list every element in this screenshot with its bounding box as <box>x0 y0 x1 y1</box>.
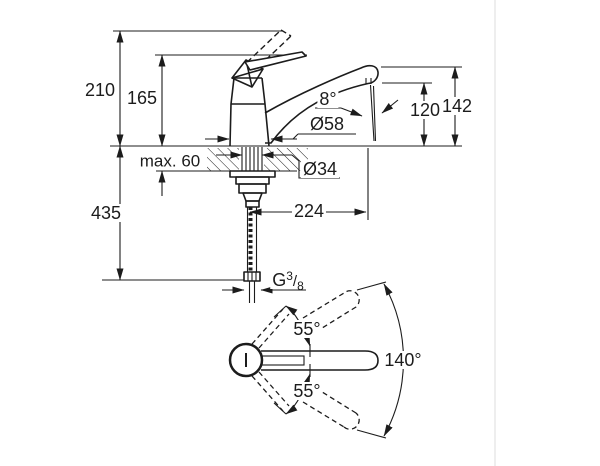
hose-stub <box>245 200 260 208</box>
thread-denominator: 8 <box>297 279 304 293</box>
top-view <box>228 281 405 439</box>
dim-label-210: 210 <box>82 80 118 100</box>
mounting-washer <box>235 176 270 185</box>
swivel-arc-extensions <box>356 281 387 439</box>
dim-label-d34: Ø34 <box>300 159 340 179</box>
dim-label-140: 140° <box>382 350 424 370</box>
spout-inner-line <box>261 355 305 366</box>
counter-hatch-left <box>207 148 239 171</box>
water-stream <box>369 84 377 142</box>
dim-label-55-lower: 55° <box>291 381 323 401</box>
angle8-leader-left <box>340 107 363 117</box>
thread-prefix: G <box>272 270 287 290</box>
lever-raised-dashed <box>239 29 292 74</box>
dim-label-165: 165 <box>124 88 160 108</box>
angle8-leader-right <box>381 99 399 114</box>
swivel-stub-lower-break <box>273 402 287 415</box>
dim-label-max60: max. 60 <box>137 151 203 171</box>
swivel-stub-upper-break <box>273 305 287 318</box>
mounting-nut <box>238 183 267 194</box>
thread-numerator: 3 <box>286 269 293 283</box>
dim-label-thread: G3/8 <box>270 269 306 292</box>
threaded-shank <box>241 147 263 171</box>
hose-adapter <box>242 192 263 202</box>
dim-label-d58: Ø58 <box>307 114 347 134</box>
lever-handle <box>244 51 307 71</box>
dim-label-120: 120 <box>407 100 443 120</box>
dim-label-224: 224 <box>291 201 327 221</box>
spout-rotated-lower <box>302 386 360 430</box>
dim-label-435: 435 <box>88 203 124 223</box>
swivel-stub-upper <box>251 308 290 349</box>
spout-top-view <box>261 350 379 371</box>
faucet-body <box>229 77 270 147</box>
dim-label-8deg: 8° <box>317 89 339 109</box>
d58-link <box>292 133 299 140</box>
dim-label-142: 142 <box>439 96 475 116</box>
thread-pipe <box>248 281 256 303</box>
mounting-plate <box>229 170 276 178</box>
counter-hatch-right <box>264 148 308 171</box>
dim-label-55-upper: 55° <box>291 319 323 339</box>
flex-hose-edges <box>246 207 258 272</box>
aerator <box>365 78 372 84</box>
spout-rotated-upper <box>302 290 360 334</box>
hose-end-nut-facets <box>247 272 257 281</box>
thread-slash: / <box>292 273 298 290</box>
swivel-stub-lower <box>251 371 290 412</box>
